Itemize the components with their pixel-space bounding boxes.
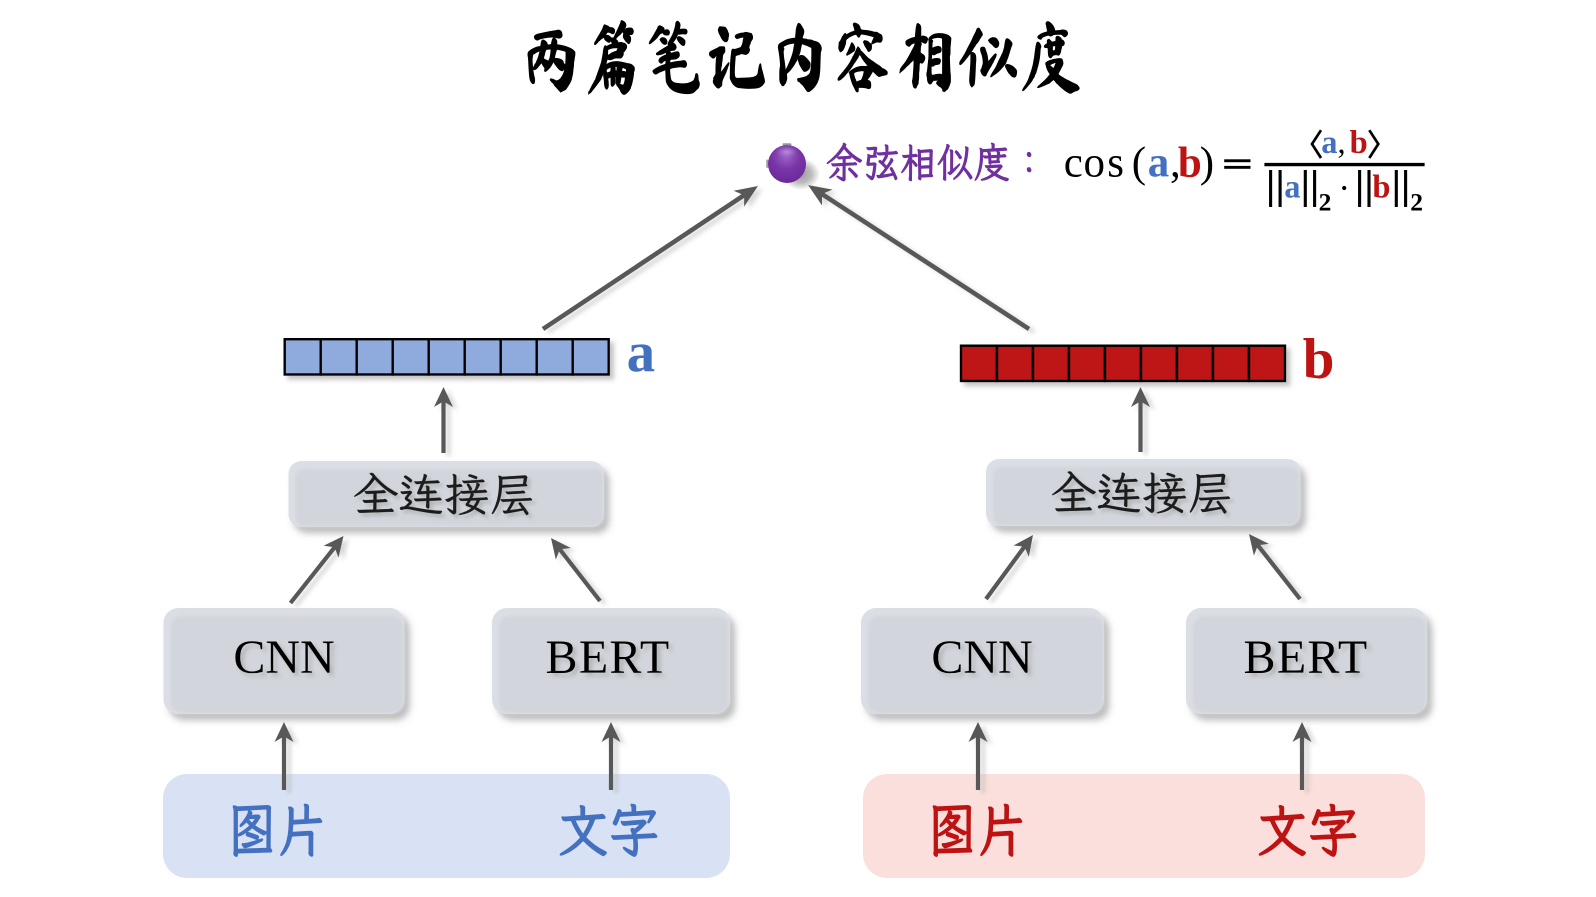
svg-text:o: o <box>1084 140 1106 187</box>
svg-text:a: a <box>1321 125 1337 161</box>
svg-text:a: a <box>1284 170 1300 206</box>
svg-text:a: a <box>1148 140 1170 187</box>
svg-text:,: , <box>1170 140 1181 187</box>
svg-text:CNN: CNN <box>931 631 1032 684</box>
svg-text:b: b <box>1178 140 1202 187</box>
svg-text:CNN: CNN <box>233 631 334 684</box>
svg-text:BERT: BERT <box>546 631 671 684</box>
svg-text:): ) <box>1200 140 1214 187</box>
svg-text:(: ( <box>1132 140 1146 187</box>
svg-text:s: s <box>1107 140 1124 187</box>
svg-text:BERT: BERT <box>1244 631 1369 684</box>
svg-text:b: b <box>1303 328 1335 391</box>
svg-text:b: b <box>1350 125 1368 161</box>
svg-text:b: b <box>1372 170 1390 206</box>
svg-text:,: , <box>1338 125 1346 161</box>
svg-text:a: a <box>627 321 656 384</box>
svg-text:2: 2 <box>1319 188 1332 217</box>
svg-text:2: 2 <box>1410 188 1423 217</box>
svg-text:c: c <box>1064 140 1083 187</box>
